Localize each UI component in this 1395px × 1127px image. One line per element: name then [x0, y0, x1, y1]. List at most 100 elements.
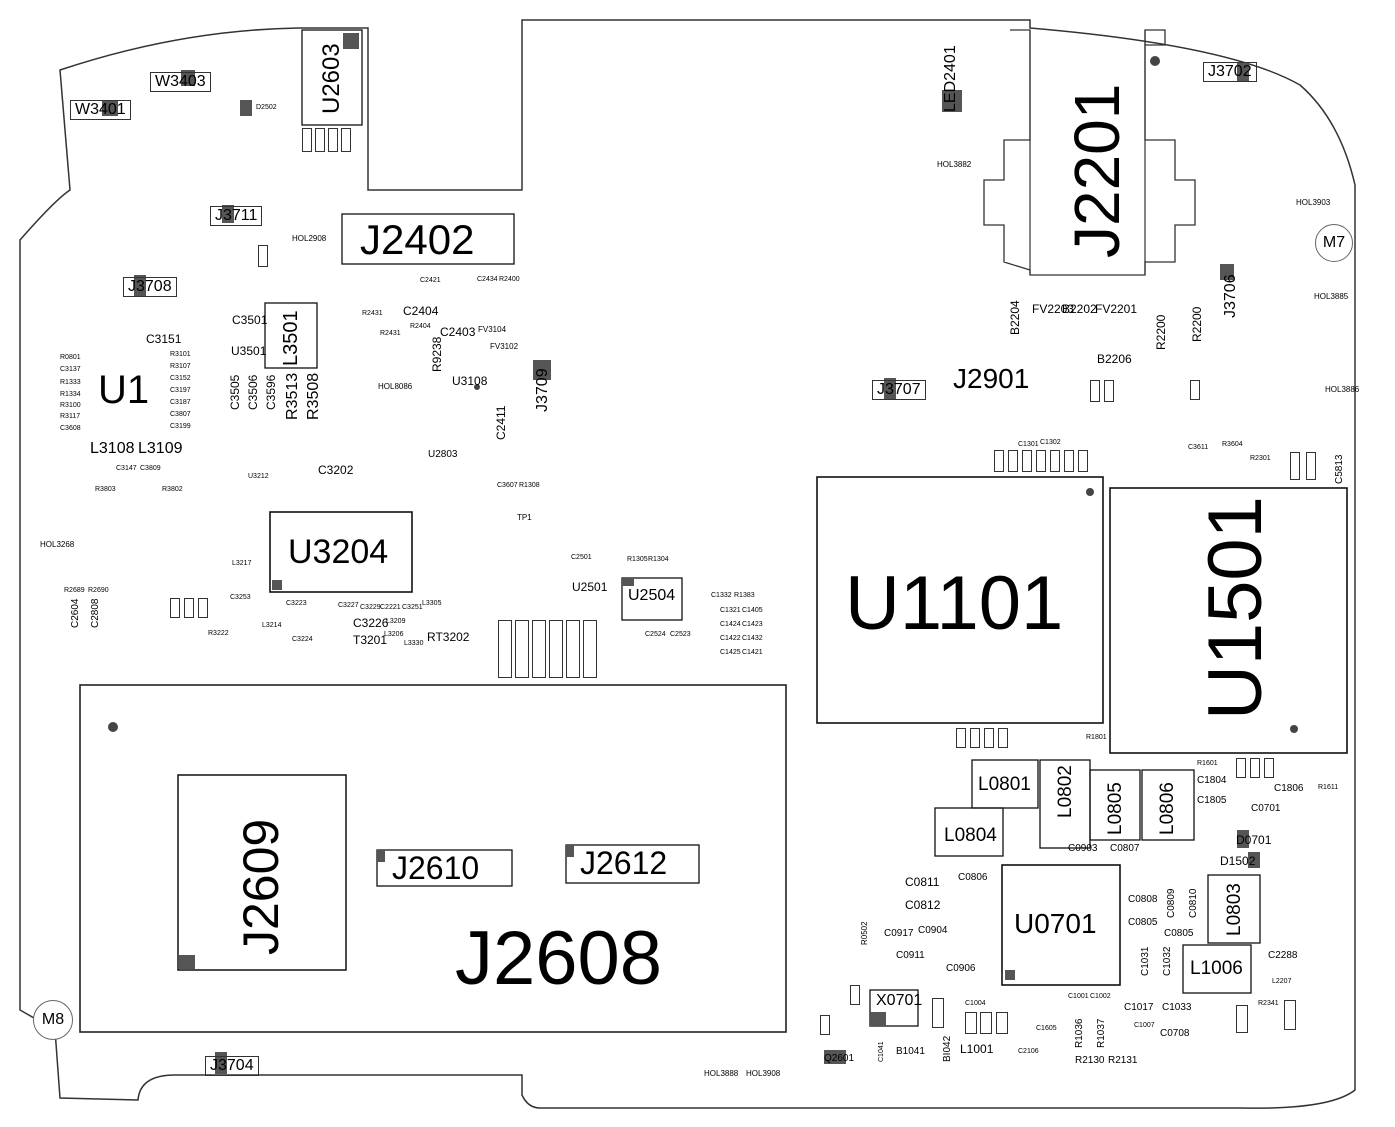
comp-label-c3506: C3506 [246, 374, 260, 410]
comp-label-c1421: C1421 [742, 649, 763, 656]
mount-label: M8 [41, 1011, 65, 1028]
comp-label-j3708: J3708 [123, 277, 177, 297]
comp-label-c3224: C3224 [292, 636, 313, 643]
pad [998, 728, 1008, 748]
pad [820, 1015, 830, 1035]
comp-label-r1304: R1304 [648, 556, 669, 563]
comp-label-r2400: R2400 [499, 276, 520, 283]
pad [984, 728, 994, 748]
pin1-marker [884, 378, 896, 400]
pad [549, 620, 563, 678]
comp-label-t3201: T3201 [353, 633, 388, 647]
hole-label: HOL3882 [937, 160, 972, 169]
comp-label-r3100: R3100 [60, 402, 81, 409]
hole-label: HOL3903 [1296, 198, 1331, 207]
chip-label-u1101: U1101 [845, 561, 1064, 646]
pad [315, 128, 325, 152]
comp-label-u2803: U2803 [428, 449, 458, 460]
pad [932, 998, 944, 1028]
comp-label-r2130: R2130 [1075, 1055, 1105, 1066]
pad [532, 620, 546, 678]
comp-label-r1308: R1308 [519, 482, 540, 489]
comp-label-bi042: BI042 [942, 1035, 953, 1062]
comp-label-r1334: R1334 [60, 391, 81, 398]
comp-label-c2221: C2221 [380, 604, 401, 611]
pad [583, 620, 597, 678]
comp-label-c3223: C3223 [286, 600, 307, 607]
connector-label-j2201: J2201 [1061, 83, 1133, 258]
comp-label-j3709: J3709 [534, 368, 551, 412]
comp-label-c3229: C3229 [360, 604, 381, 611]
comp-label-c0807: C0807 [1110, 843, 1140, 854]
chip-label-u0701: U0701 [1014, 908, 1097, 939]
comp-label-c3608: C3608 [60, 425, 81, 432]
comp-label-l1006: L1006 [1190, 958, 1243, 979]
comp-label-c3227: C3227 [338, 602, 359, 609]
hole-label: HOL3268 [40, 540, 75, 549]
comp-label-j3704: J3704 [205, 1056, 259, 1076]
comp-label-c2421: C2421 [420, 277, 441, 284]
comp-label-r2131: R2131 [1108, 1055, 1138, 1066]
pin1-marker [1237, 62, 1249, 82]
pin1-marker [1005, 970, 1015, 980]
comp-label-d0701: D0701 [1236, 833, 1272, 847]
pad [1022, 450, 1032, 472]
pad [970, 728, 980, 748]
comp-label-j3707: J3707 [872, 380, 926, 400]
comp-label-l3214: L3214 [262, 622, 282, 629]
pad [1306, 452, 1316, 480]
pad [980, 1012, 992, 1034]
comp-label-c3199: C3199 [170, 423, 191, 430]
connector-label-j2901: J2901 [953, 363, 1030, 394]
comp-label-c3607: C3607 [497, 482, 518, 489]
comp-label-r3101: R3101 [170, 351, 191, 358]
comp-label-c1033: C1033 [1162, 1002, 1192, 1013]
comp-label-c1002: C1002 [1090, 993, 1111, 1000]
connector-label-j2609: J2609 [233, 818, 289, 955]
mount-label: M7 [1322, 234, 1346, 251]
comp-label-r1305: R1305 [627, 556, 648, 563]
comp-label-r3508: R3508 [305, 372, 322, 420]
comp-label-c1031: C1031 [1140, 946, 1151, 976]
comp-label-b2204: B2204 [1008, 300, 1022, 335]
comp-label-b1041: B1041 [896, 1046, 925, 1057]
comp-label-d1502: D1502 [1220, 854, 1256, 868]
comp-label-l0802: L0802 [1055, 765, 1076, 818]
comp-label-l0804: L0804 [944, 825, 997, 846]
pin1-marker [824, 1050, 846, 1064]
pin1-marker [222, 205, 234, 223]
mount-hole-m7: M7 [1315, 224, 1353, 262]
hole-label: HOL3888 [704, 1069, 739, 1078]
hole-label: HOL8086 [378, 382, 413, 391]
comp-label-c0812: C0812 [905, 898, 941, 912]
pin1-marker [377, 850, 385, 862]
comp-label-c1806: C1806 [1274, 783, 1304, 794]
comp-label-c1301: C1301 [1018, 441, 1039, 448]
comp-label-c1804: C1804 [1197, 775, 1227, 786]
connector-label-j2608: J2608 [455, 916, 663, 1001]
comp-label-l3501: L3501 [280, 310, 302, 366]
comp-label-led2401: LED2401 [942, 45, 959, 112]
comp-label-l0803: L0803 [1224, 883, 1245, 936]
comp-label-c2524: C2524 [645, 631, 666, 638]
comp-label-fv3102: FV3102 [490, 342, 519, 351]
comp-label-c1805: C1805 [1197, 795, 1227, 806]
comp-label-l1001: L1001 [960, 1042, 994, 1056]
comp-label-c3202: C3202 [318, 463, 354, 477]
comp-label-r3117: R3117 [60, 413, 81, 420]
comp-label-l3330: L3330 [404, 640, 424, 647]
pad [1236, 1005, 1248, 1033]
pad [198, 598, 208, 618]
pad [1264, 758, 1274, 778]
comp-label-w3401: W3401 [70, 100, 131, 120]
hole-label: HOL2908 [292, 234, 327, 243]
chip-label-u2603: U2603 [318, 43, 345, 114]
comp-label-c3226: C3226 [353, 616, 389, 630]
pad [184, 598, 194, 618]
comp-label-r1611: R1611 [1318, 784, 1339, 791]
comp-label-c0903: C0903 [1068, 843, 1098, 854]
pad [1290, 452, 1300, 480]
pin1-marker [102, 100, 118, 116]
fiducial-dot [474, 384, 480, 390]
